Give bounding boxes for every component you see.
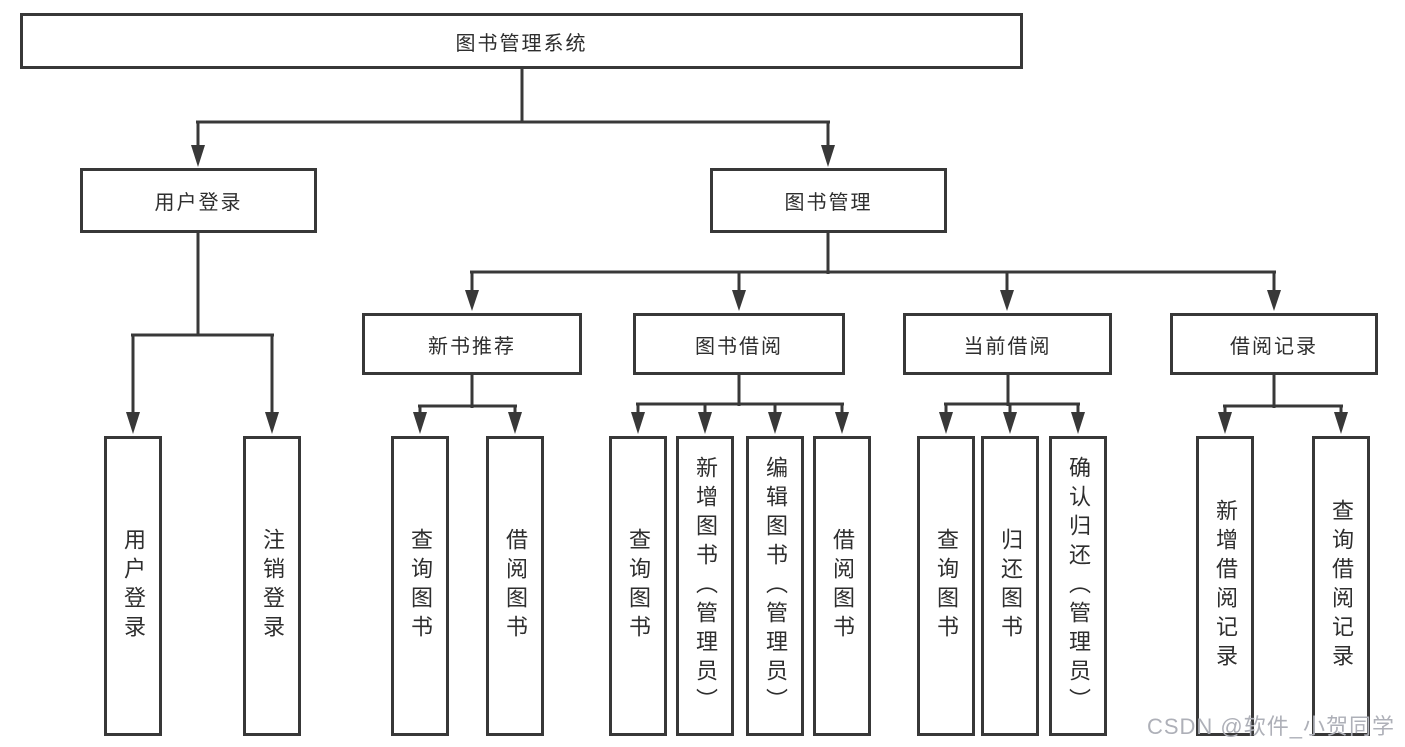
node-book-management: 图书管理 <box>710 168 947 233</box>
leaf-logout-login: 注销登录 <box>243 436 301 736</box>
leaf-bb-query-books: 查询图书 <box>609 436 667 736</box>
node-root-system: 图书管理系统 <box>20 13 1023 69</box>
leaf-br-query-borrow-record-label: 查询借阅记录 <box>1329 499 1354 673</box>
leaf-bb-edit-books-admin: 编辑图书（管理员） <box>746 436 804 736</box>
node-book-management-label: 图书管理 <box>784 192 873 214</box>
leaf-br-add-borrow-record: 新增借阅记录 <box>1196 436 1254 736</box>
leaf-bb-borrow-books: 借阅图书 <box>813 436 871 736</box>
leaf-cb-query-books: 查询图书 <box>917 436 975 736</box>
leaf-bb-borrow-books-label: 借阅图书 <box>830 528 855 644</box>
leaf-cb-confirm-return-admin-label: 确认归还（管理员） <box>1066 455 1091 717</box>
leaf-bb-query-books-label: 查询图书 <box>626 528 651 644</box>
connector-user-login-to-leaves <box>126 233 279 434</box>
connector-current-borrow-to-leaves <box>939 375 1085 434</box>
node-book-borrow: 图书借阅 <box>633 313 845 375</box>
node-current-borrow-label: 当前借阅 <box>963 335 1052 358</box>
leaf-user-login: 用户登录 <box>104 436 162 736</box>
leaf-bb-add-books-admin-label: 新增图书（管理员） <box>693 455 718 717</box>
csdn-watermark: CSDN @软件_小贺同学 <box>1146 714 1395 739</box>
leaf-br-query-borrow-record: 查询借阅记录 <box>1312 436 1370 736</box>
leaf-br-add-borrow-record-label: 新增借阅记录 <box>1213 499 1238 673</box>
node-root-system-label: 图书管理系统 <box>455 32 588 55</box>
leaf-cb-return-books: 归还图书 <box>981 436 1039 736</box>
node-new-book-recommend-label: 新书推荐 <box>428 335 516 358</box>
connector-borrow-records-to-leaves <box>1218 375 1348 434</box>
node-new-book-recommend: 新书推荐 <box>362 313 582 375</box>
node-current-borrow: 当前借阅 <box>903 313 1112 375</box>
leaf-nb-borrow-books-label: 借阅图书 <box>503 528 528 644</box>
leaf-cb-query-books-label: 查询图书 <box>934 528 959 644</box>
node-user-login: 用户登录 <box>80 168 317 233</box>
connector-new-book-recommend-to-leaves <box>413 375 522 434</box>
leaf-logout-login-label: 注销登录 <box>260 528 285 644</box>
leaf-bb-edit-books-admin-label: 编辑图书（管理员） <box>763 455 788 717</box>
node-user-login-label: 用户登录 <box>154 192 243 214</box>
connector-book-management-to-level3 <box>465 233 1281 311</box>
leaf-nb-query-books-label: 查询图书 <box>408 528 433 644</box>
leaf-nb-borrow-books: 借阅图书 <box>486 436 544 736</box>
node-borrow-records-label: 借阅记录 <box>1230 335 1318 358</box>
leaf-cb-confirm-return-admin: 确认归还（管理员） <box>1049 436 1107 736</box>
node-book-borrow-label: 图书借阅 <box>695 335 783 358</box>
leaf-cb-return-books-label: 归还图书 <box>998 528 1023 644</box>
leaf-user-login-label: 用户登录 <box>121 528 146 644</box>
node-borrow-records: 借阅记录 <box>1170 313 1378 375</box>
leaf-bb-add-books-admin: 新增图书（管理员） <box>676 436 734 736</box>
connector-root-to-level2 <box>191 69 835 167</box>
connector-book-borrow-to-leaves <box>631 375 849 434</box>
leaf-nb-query-books: 查询图书 <box>391 436 449 736</box>
